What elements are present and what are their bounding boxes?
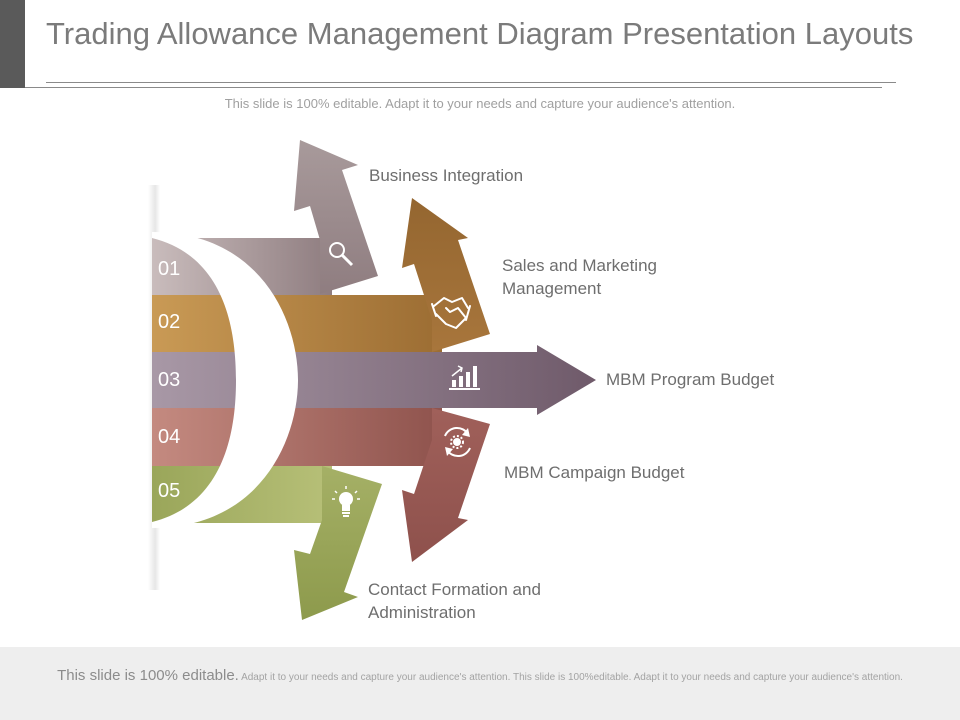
step-label-03: MBM Program Budget [606, 370, 775, 389]
lightbulb-icon [332, 486, 360, 517]
arrow-03 [152, 345, 596, 415]
handshake-icon [431, 297, 471, 329]
step-label-01: Business Integration [369, 166, 524, 185]
footer: This slide is 100% editable. Adapt it to… [0, 647, 960, 720]
step-label-02: Sales and Marketing Management [502, 256, 657, 298]
step-number-04: 04 [158, 426, 180, 448]
gear-cycle-icon [444, 427, 471, 457]
page-subtitle: This slide is 100% editable. Adapt it to… [224, 96, 736, 111]
arrow-05 [152, 466, 382, 620]
arrow-01 [152, 140, 378, 295]
footer-text: This slide is 100% editable. Adapt it to… [4, 667, 956, 685]
footer-body: Adapt it to your needs and capture your … [238, 672, 903, 683]
step-label-04: MBM Campaign Budget [504, 463, 685, 482]
title-divider-lower [25, 87, 882, 88]
title-divider [46, 82, 896, 83]
step-number-02: 02 [158, 311, 180, 333]
footer-lead: This slide is 100% editable. [57, 667, 239, 684]
page-title: Trading Allowance Management Diagram Pre… [46, 16, 914, 51]
arrow-04 [152, 408, 490, 562]
title-accent-bar [0, 0, 25, 88]
step-label-05: Contact Formation and Administration [368, 580, 541, 622]
crescent-overlay [152, 232, 298, 528]
step-number-01: 01 [158, 258, 180, 280]
search-icon [329, 242, 354, 267]
bar-chart-icon [449, 365, 480, 390]
step-number-05: 05 [158, 480, 180, 502]
step-number-03: 03 [158, 369, 180, 391]
